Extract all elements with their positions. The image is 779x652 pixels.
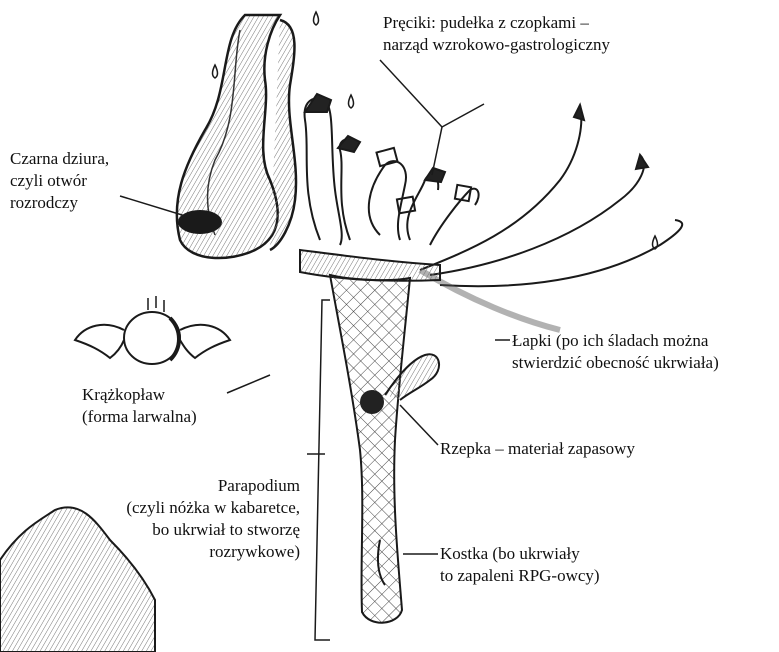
label-czarna-dziura-line2: czyli otwór xyxy=(10,170,109,192)
label-czarna-dziura: Czarna dziura, czyli otwór rozrodczy xyxy=(10,148,109,214)
label-lapki-line2: stwierdzić obecność ukrwiała) xyxy=(512,352,719,374)
legs xyxy=(420,105,682,330)
label-parapodium-line4: rozrywkowe) xyxy=(100,541,300,563)
label-parapodium-line2: (czyli nóżka w kabaretce, xyxy=(100,497,300,519)
black-hole xyxy=(178,210,222,234)
larva-disc-floater xyxy=(75,296,230,364)
label-parapodium: Parapodium (czyli nóżka w kabaretce, bo … xyxy=(100,475,300,563)
label-kostka: Kostka (bo ukrwiały to zapaleni RPG-owcy… xyxy=(440,543,600,587)
label-krazkoplaw-line2: (forma larwalna) xyxy=(82,406,197,428)
label-preciki-line2: narząd wzrokowo-gastrologiczny xyxy=(383,34,610,56)
label-parapodium-line3: bo ukrwiał to stworzę xyxy=(100,519,300,541)
parapodium-leg xyxy=(330,275,410,623)
label-krazkoplaw: Krążkopław (forma larwalna) xyxy=(82,384,197,428)
label-lapki-line1: Łapki (po ich śladach można xyxy=(512,330,719,352)
label-kostka-line2: to zapaleni RPG-owcy) xyxy=(440,565,600,587)
label-lapki: Łapki (po ich śladach można stwierdzić o… xyxy=(512,330,719,374)
label-kostka-line1: Kostka (bo ukrwiały xyxy=(440,543,600,565)
label-rzepka: Rzepka – materiał zapasowy xyxy=(440,438,635,460)
label-preciki-line1: Pręciki: pudełka z czopkami – xyxy=(383,12,610,34)
label-rzepka-line1: Rzepka – materiał zapasowy xyxy=(440,438,635,460)
label-preciki: Pręciki: pudełka z czopkami – narząd wzr… xyxy=(383,12,610,56)
label-krazkoplaw-line1: Krążkopław xyxy=(82,384,197,406)
stamens xyxy=(305,94,479,245)
body-band xyxy=(300,250,440,281)
label-parapodium-line1: Parapodium xyxy=(100,475,300,497)
label-czarna-dziura-line3: rozrodczy xyxy=(10,192,109,214)
label-czarna-dziura-line1: Czarna dziura, xyxy=(10,148,109,170)
